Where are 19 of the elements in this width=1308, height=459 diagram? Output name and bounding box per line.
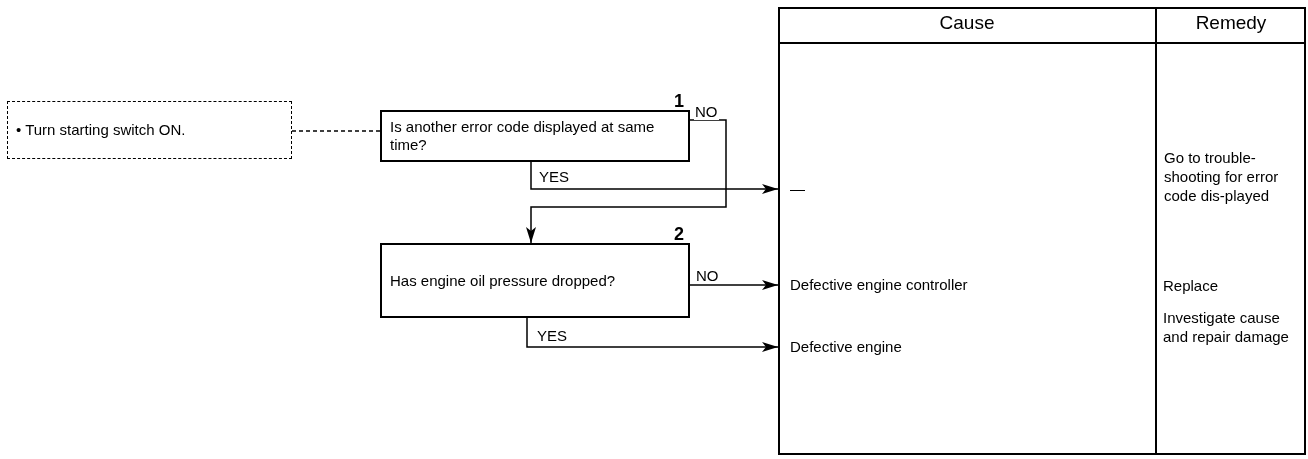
arrow (530, 161, 779, 194)
remedy-text: Replace (1163, 276, 1220, 295)
remedy-text: Investigate cause and repair damage (1163, 308, 1290, 346)
arrow (526, 317, 779, 352)
node-text: Defective engine controller (790, 276, 968, 294)
instruction-box (7, 101, 292, 159)
node-text: • Turn starting switch ON. (16, 121, 186, 139)
step-number: 2 (674, 224, 684, 244)
connector-line (291, 130, 381, 132)
arrow (526, 119, 727, 244)
node-text: Defective engine (790, 338, 902, 356)
node-text: — (790, 180, 805, 198)
column-header: Remedy (1194, 11, 1268, 35)
remedy-text: Go to trouble-shooting for error code dis-played (1164, 148, 1280, 205)
arrow (689, 280, 779, 290)
step-number: 1 (674, 91, 684, 111)
node-text: Has engine oil pressure dropped? (390, 271, 617, 290)
column-header: Cause (938, 11, 996, 35)
node-text: Is another error code displayed at same time? (390, 118, 656, 154)
